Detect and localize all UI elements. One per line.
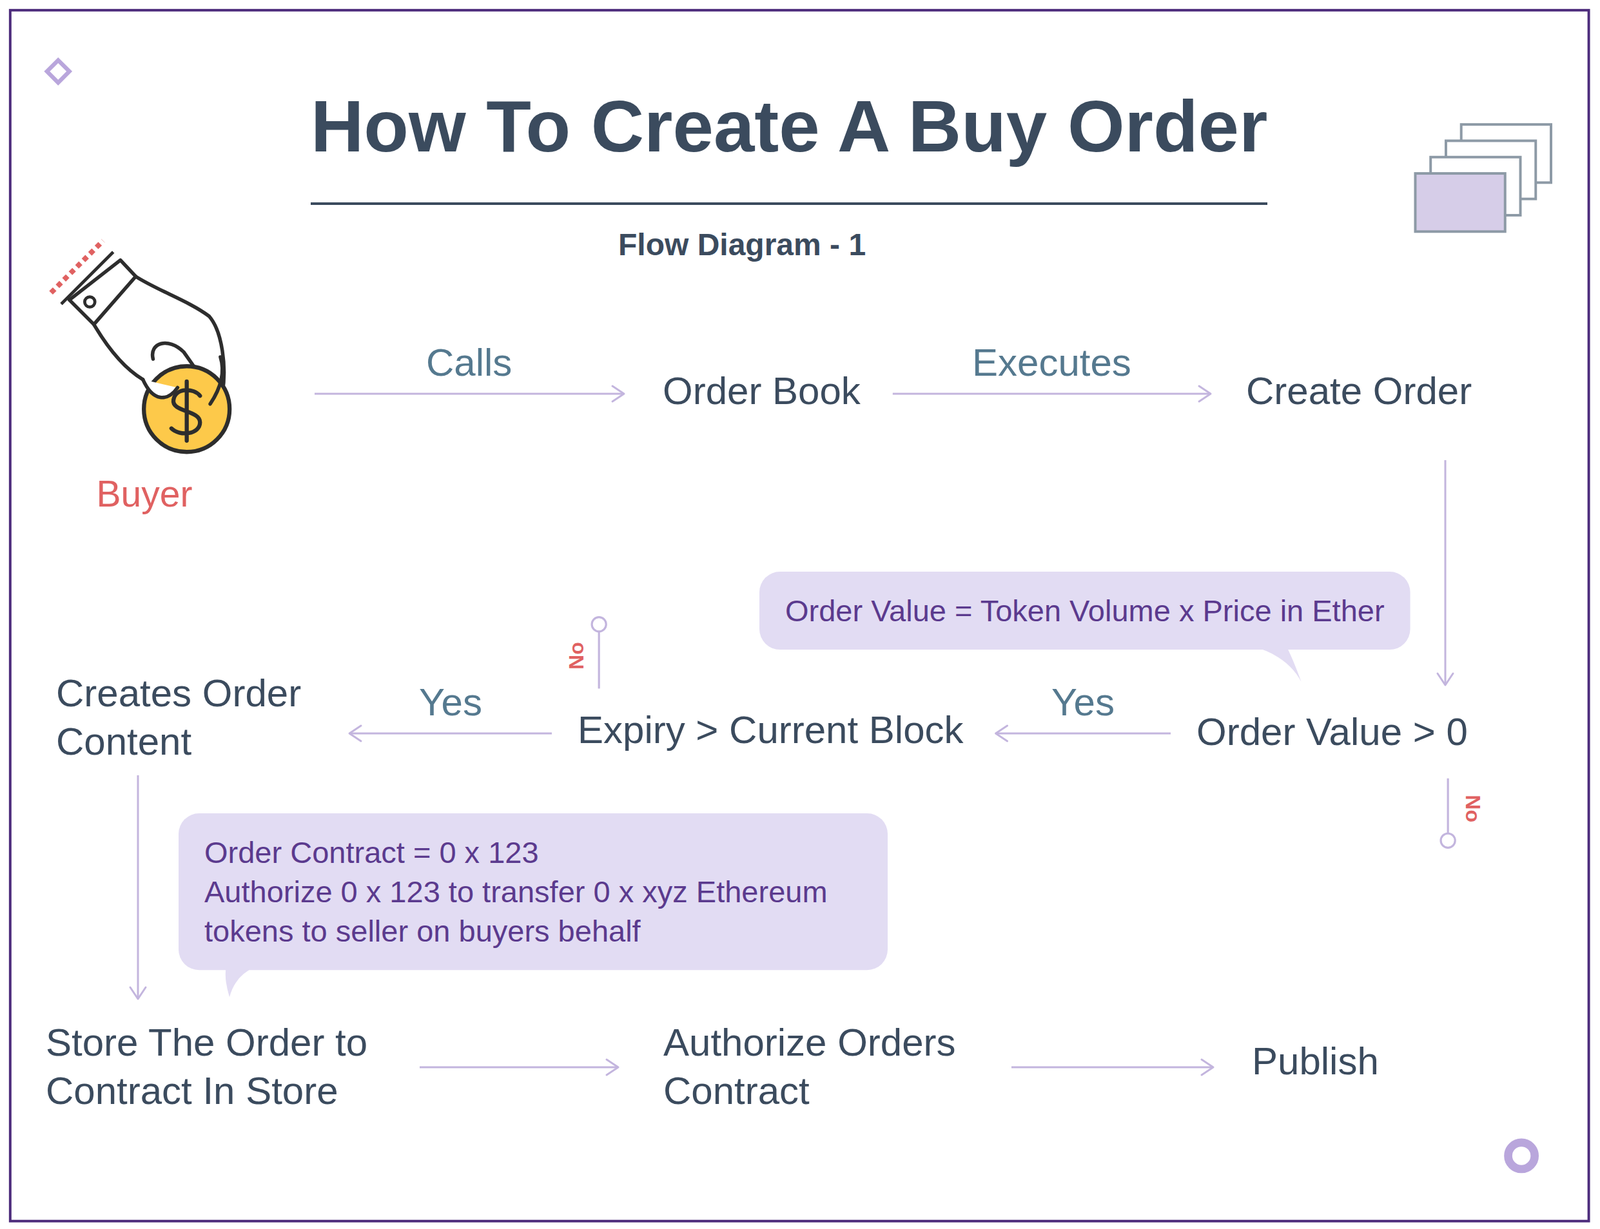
arrow-head	[130, 987, 146, 1000]
branch-label: No	[565, 642, 588, 670]
connector	[419, 1059, 619, 1076]
arrow-head	[349, 725, 361, 742]
branch-leader	[598, 631, 601, 690]
decision-step: Order Value > 0	[1196, 707, 1468, 757]
connector-line	[419, 1066, 619, 1069]
hand-finger	[210, 357, 223, 405]
step-text: Order Book	[662, 366, 861, 416]
actor: Buyer	[50, 239, 238, 518]
connector	[130, 775, 146, 1000]
diagram-title: How To Create A Buy Order	[310, 82, 1268, 205]
edge-label: Yes	[419, 679, 483, 726]
callout-tail	[225, 966, 256, 998]
step-text: Expiry > Current Block	[577, 705, 964, 755]
callout-bubble: Order Value = Token Volume x Price in Et…	[759, 571, 1411, 650]
decoration-group	[10, 10, 1590, 1222]
process-step: Order Book	[662, 366, 861, 416]
process-step: Store The Order to Contract In Store	[45, 1018, 407, 1116]
connector	[892, 386, 1211, 402]
branch-label: No	[1461, 794, 1484, 823]
step-text: Publish	[1251, 1037, 1379, 1086]
process-step: Publish	[1251, 1037, 1379, 1086]
step-text: Creates Order Content	[56, 669, 340, 766]
callout-bubble: Order Contract = 0 x 123Authorize 0 x 12…	[178, 813, 888, 971]
connector	[1437, 460, 1454, 686]
connector-line	[1444, 460, 1447, 686]
arrow-head	[606, 1059, 619, 1076]
edge-label: Yes	[1051, 679, 1115, 726]
callout-text: Order Value = Token Volume x Price in Et…	[785, 591, 1385, 631]
step-text: Order Value > 0	[1196, 707, 1468, 757]
hand-thumb	[143, 379, 178, 398]
connector-line	[314, 393, 625, 396]
hand-cuff	[69, 260, 137, 325]
card-icon	[1414, 173, 1505, 232]
page-frame	[10, 10, 1590, 1222]
step-text: Create Order	[1246, 366, 1472, 416]
branch-end	[1440, 833, 1455, 848]
callout-text: Order Contract = 0 x 123	[204, 832, 862, 873]
step-text: Store The Order to Contract In Store	[45, 1018, 407, 1116]
connector	[349, 725, 552, 742]
coin	[143, 366, 230, 452]
connector-line	[1011, 1066, 1214, 1069]
callout-tail	[1253, 646, 1302, 683]
process-step: Authorize Orders Contract	[663, 1018, 999, 1116]
connector	[995, 725, 1171, 742]
arrow-head	[1437, 673, 1454, 686]
edge-label: Executes	[972, 339, 1132, 387]
process-step: Creates Order Content	[56, 669, 340, 766]
callout-body	[178, 813, 888, 971]
diamond-ornament	[47, 59, 70, 83]
hand-outline	[94, 324, 144, 380]
connector-line	[349, 732, 552, 735]
branch-end	[591, 617, 606, 632]
callout-text: Authorize 0 x 123 to transfer 0 x xyz Et…	[204, 872, 862, 951]
arrow-head	[995, 725, 1008, 742]
connector-line	[892, 393, 1211, 396]
arrow-head	[612, 386, 625, 402]
arrow-head	[1201, 1059, 1214, 1076]
process-step: Create Order	[1246, 366, 1472, 416]
connector	[1011, 1059, 1214, 1076]
step-text: Authorize Orders Contract	[663, 1018, 999, 1116]
cuff-button	[84, 297, 95, 308]
edge-label: Calls	[426, 339, 512, 387]
branch-leader	[1447, 778, 1450, 834]
connector-line	[995, 732, 1171, 735]
ring-ornament	[1508, 1142, 1535, 1170]
callout-body	[759, 571, 1411, 650]
connector-line	[137, 775, 140, 1000]
actor-name: Buyer	[96, 471, 193, 518]
decision-step: Expiry > Current Block	[577, 705, 964, 755]
connector	[314, 386, 625, 402]
subtitle: Flow Diagram - 1	[618, 226, 866, 264]
arrow-head	[1199, 386, 1211, 402]
